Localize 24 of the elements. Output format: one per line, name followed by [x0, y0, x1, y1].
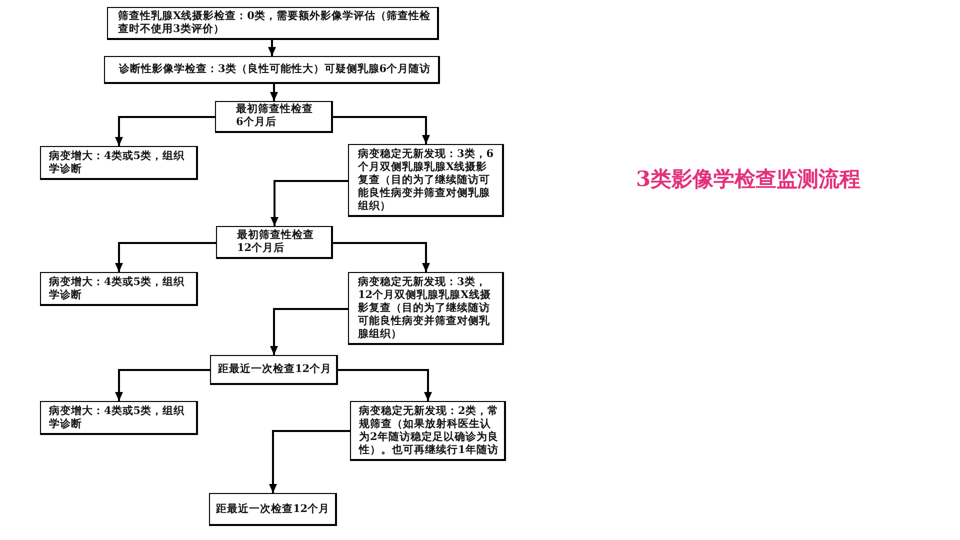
arrow	[268, 40, 276, 56]
process-box: 最初筛查性检查6个月后	[215, 101, 333, 133]
process-box: 距最近一次检查12个月	[210, 355, 338, 385]
process-box: 病变增大：4类或5类，组织学诊断	[40, 401, 198, 435]
process-box: 病变增大：4类或5类，组织学诊断	[40, 146, 198, 180]
arrow	[270, 84, 278, 101]
arrow	[333, 116, 430, 144]
process-box: 筛查性乳腺X线摄影检查：0类，需要额外影像学评估（筛查性检查时不使用3类评价）	[107, 7, 439, 40]
title: 3类影像学检查监测流程	[636, 166, 861, 192]
arrow	[270, 180, 348, 226]
process-box: 诊断性影像学检查：3类（良性可能性大）可疑侧乳腺6个月随访	[104, 56, 440, 84]
arrow	[269, 430, 350, 493]
process-box: 距最近一次检查12个月	[209, 493, 337, 526]
process-box: 病变稳定无新发现：2类，常规筛查（如果放射科医生认为2年随访稳定足以确诊为良性）。也可再继续行1年随访	[350, 401, 506, 461]
arrow	[333, 242, 430, 272]
process-box: 最初筛查性检查12个月后	[216, 226, 333, 259]
process-box: 病变稳定无新发现：3类，12个月双侧乳腺乳腺X线摄影复查（目的为了继续随访可能良性病变并筛查对侧乳腺组织）	[348, 272, 504, 345]
arrow	[115, 369, 210, 401]
process-box: 病变稳定无新发现：3类，6个月双侧乳腺乳腺X线摄影复查（目的为了继续随访可能良性病变并筛查对侧乳腺组织）	[348, 144, 504, 217]
arrow	[115, 116, 215, 146]
arrow	[270, 308, 348, 355]
process-box: 病变增大：4类或5类，组织学诊断	[40, 272, 198, 306]
arrow	[338, 369, 432, 401]
arrow	[115, 242, 216, 272]
